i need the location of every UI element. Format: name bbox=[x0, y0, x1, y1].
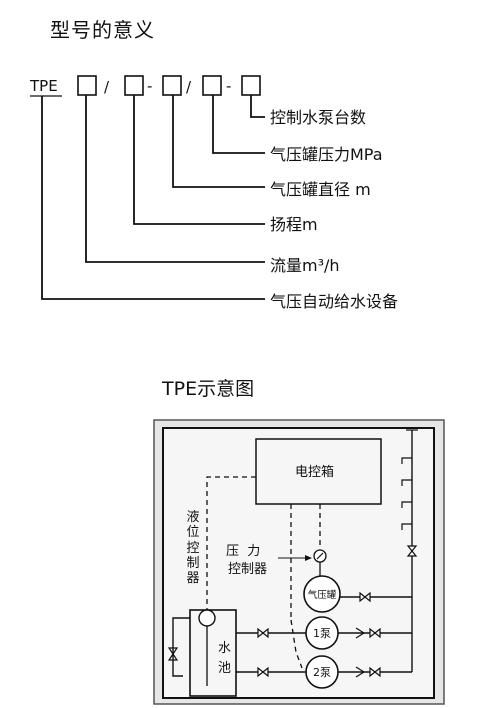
legend-head: 扬程m bbox=[270, 215, 318, 234]
code-box-pump-count bbox=[241, 75, 261, 96]
svg-text:器: 器 bbox=[186, 571, 199, 586]
pool-label: 水 bbox=[218, 641, 231, 656]
separator: / bbox=[186, 78, 192, 96]
pool-label: 池 bbox=[218, 661, 231, 676]
legend-pump-count: 控制水泵台数 bbox=[270, 108, 367, 127]
pipe-valves bbox=[257, 545, 418, 678]
control-box bbox=[255, 438, 382, 505]
check-valves bbox=[355, 627, 366, 678]
control-box-label: 电控箱 bbox=[295, 464, 334, 480]
signal-lines bbox=[206, 476, 321, 669]
code-box-head bbox=[124, 75, 144, 96]
pressure-tank bbox=[303, 575, 341, 613]
code-box-tank-pressure bbox=[202, 75, 222, 96]
schematic-heading: TPE示意图 bbox=[162, 378, 255, 400]
inlet-pipe bbox=[172, 617, 190, 677]
code-box-flow bbox=[77, 75, 97, 96]
model-prefix: TPE bbox=[30, 77, 58, 95]
level-float bbox=[198, 609, 216, 627]
pump-2-label: 2泵 bbox=[313, 666, 331, 679]
legend-equipment: 气压自动给水设备 bbox=[270, 292, 399, 311]
level-controller-label: 液 位 控 制 器 bbox=[186, 510, 199, 586]
model-meaning-heading: 型号的意义 bbox=[50, 18, 155, 42]
svg-text:位: 位 bbox=[186, 525, 199, 540]
code-box-tank-diameter bbox=[162, 75, 182, 96]
pressure-controller-label: 压 力 bbox=[226, 544, 260, 559]
legend-flow: 流量m³/h bbox=[270, 256, 340, 275]
water-pool bbox=[189, 609, 237, 697]
inlet-valve bbox=[167, 647, 179, 661]
pressure-controller-label: 控制器 bbox=[228, 562, 267, 577]
separator: - bbox=[226, 77, 231, 95]
svg-text:液: 液 bbox=[186, 510, 199, 525]
pump-1-label: 1泵 bbox=[313, 627, 331, 640]
leader-lines bbox=[41, 95, 265, 300]
riser-taps bbox=[401, 429, 418, 530]
svg-text:制: 制 bbox=[186, 556, 199, 571]
tank-label: 气压罐 bbox=[308, 589, 337, 601]
separator: / bbox=[104, 78, 110, 96]
legend-tank-diameter: 气压罐直径 m bbox=[270, 180, 371, 199]
legend-tank-pressure: 气压罐压力MPa bbox=[270, 145, 383, 164]
svg-text:控: 控 bbox=[186, 541, 199, 556]
separator: - bbox=[147, 77, 152, 95]
